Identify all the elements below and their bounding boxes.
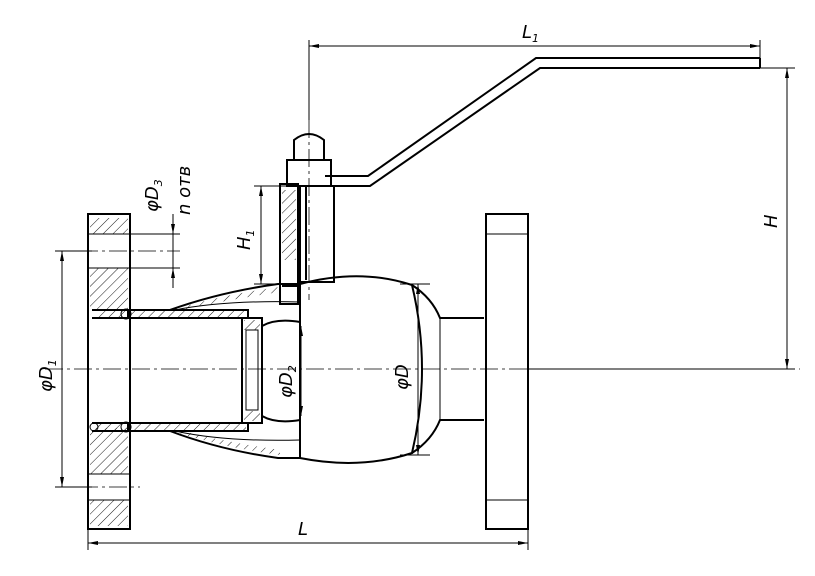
dim-H1: H1: [234, 185, 300, 285]
handle-lever: [325, 57, 761, 187]
dim-H1-label: H1: [234, 229, 257, 250]
dim-L: L: [87, 519, 529, 550]
dim-D3: φD3 n отв: [130, 166, 195, 288]
dim-D1-label: φD1: [36, 359, 59, 392]
dim-D-label: φD: [392, 364, 413, 390]
right-flange: [485, 213, 529, 530]
dim-D3-label: φD3: [142, 179, 165, 212]
dim-D2: φD2: [276, 326, 303, 416]
dim-H: H: [528, 67, 795, 370]
dim-D: φD: [392, 283, 430, 456]
dim-H-label: H: [761, 214, 782, 228]
dim-L1: L1: [308, 22, 761, 120]
dim-D1: φD1: [36, 250, 92, 488]
left-flange: [80, 213, 180, 530]
seat-ring: [241, 317, 301, 424]
holes-count-label: n отв: [174, 166, 195, 215]
valve-body: [169, 275, 484, 464]
dim-L1-label: L1: [522, 22, 539, 45]
dim-L-label: L: [298, 519, 308, 540]
stem-assembly: [279, 133, 335, 305]
left-pipe: [89, 308, 249, 433]
dim-D2-label: φD2: [276, 365, 299, 398]
